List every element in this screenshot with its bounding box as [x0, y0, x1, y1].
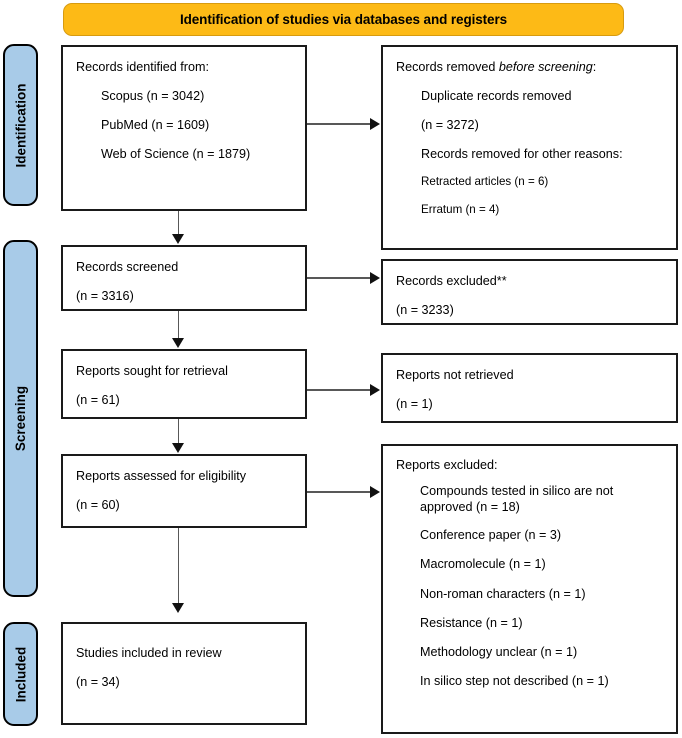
records-screened-count: (n = 3316) — [76, 289, 134, 304]
box-records-removed-before-screening: Records removed before screening: Duplic… — [381, 45, 678, 250]
reports-sought-count: (n = 61) — [76, 393, 120, 408]
arrow-screened-to-sought — [172, 338, 184, 348]
reports-not-retrieved-count: (n = 1) — [396, 397, 433, 412]
connector-screened-to-sought — [177, 311, 180, 339]
box-reports-excluded: Reports excluded: Compounds tested in si… — [381, 444, 678, 734]
records-removed-reason-retracted: Retracted articles (n = 6) — [421, 175, 549, 189]
reports-excluded-reason-methodology-unclear: Methodology unclear (n = 1) — [420, 644, 578, 659]
records-removed-heading: Records removed before screening: — [396, 59, 663, 75]
records-screened-label: Records screened — [76, 260, 179, 274]
duplicate-records-removed-label: Duplicate records removed — [421, 89, 572, 104]
connector-identified-to-screened — [177, 211, 180, 236]
arrow-identified-to-screened — [172, 234, 184, 244]
reports-sought-label: Reports sought for retrieval — [76, 364, 228, 378]
diagram-title-banner: Identification of studies via databases … — [63, 3, 624, 36]
studies-included-count: (n = 34) — [76, 675, 120, 690]
reports-excluded-reason-compounds-in-silico: Compounds tested in silico are not appro… — [420, 484, 614, 515]
arrow-screened-to-excluded — [370, 271, 380, 284]
connector-assessed-to-reports-excluded — [307, 491, 372, 493]
connector-sought-to-not-retrieved — [307, 389, 372, 391]
studies-included-label: Studies included in review — [76, 646, 222, 660]
reports-assessed-label: Reports assessed for eligibility — [76, 469, 247, 483]
stage-tab-included: Included — [3, 622, 38, 726]
box-reports-not-retrieved: Reports not retrieved (n = 1) — [381, 353, 678, 423]
arrow-sought-to-assessed — [172, 443, 184, 453]
arrow-identified-to-removed — [370, 117, 380, 130]
duplicate-records-removed-count: (n = 3272) — [421, 118, 479, 133]
records-removed-heading-italic: before screening — [498, 60, 593, 74]
reports-excluded-reason-macromolecule: Macromolecule (n = 1) — [420, 557, 546, 572]
arrow-assessed-to-studies-included — [172, 603, 184, 613]
connector-assessed-to-studies-included — [177, 528, 180, 605]
records-excluded-count: (n = 3233) — [396, 303, 454, 318]
connector-screened-to-excluded — [307, 277, 372, 279]
box-reports-assessed-for-eligibility: Reports assessed for eligibility (n = 60… — [61, 454, 307, 528]
connector-identified-to-removed — [307, 123, 372, 125]
box-studies-included-in-review: Studies included in review (n = 34) — [61, 622, 307, 725]
box-reports-sought-for-retrieval: Reports sought for retrieval (n = 61) — [61, 349, 307, 419]
box-records-identified: Records identified from: Scopus (n = 304… — [61, 45, 307, 211]
reports-excluded-reason-in-silico-step: In silico step not described (n = 1) — [420, 673, 609, 688]
records-identified-source-pubmed: PubMed (n = 1609) — [101, 118, 210, 133]
records-identified-heading: Records identified from: — [76, 60, 209, 74]
reports-not-retrieved-label: Reports not retrieved — [396, 368, 514, 382]
records-removed-other-reasons-label: Records removed for other reasons: — [421, 147, 623, 162]
reports-excluded-reason-resistance: Resistance (n = 1) — [420, 615, 523, 630]
box-records-screened: Records screened (n = 3316) — [61, 245, 307, 311]
diagram-title: Identification of studies via databases … — [179, 12, 508, 27]
stage-tab-identification: Identification — [3, 44, 38, 206]
records-removed-reason-erratum: Erratum (n = 4) — [421, 203, 500, 217]
records-identified-source-wos: Web of Science (n = 1879) — [101, 147, 251, 162]
reports-excluded-reason-conference-paper: Conference paper (n = 3) — [420, 528, 562, 543]
stage-tab-screening: Screening — [3, 240, 38, 597]
records-identified-source-scopus: Scopus (n = 3042) — [101, 89, 205, 104]
stage-tab-screening-label: Screening — [13, 385, 28, 452]
records-excluded-label: Records excluded** — [396, 274, 507, 288]
box-records-excluded: Records excluded** (n = 3233) — [381, 259, 678, 325]
arrow-assessed-to-reports-excluded — [370, 485, 380, 498]
records-removed-heading-suffix: : — [592, 60, 597, 74]
reports-excluded-heading: Reports excluded: — [396, 458, 498, 472]
connector-sought-to-assessed — [177, 419, 180, 444]
reports-excluded-reason-non-roman-characters: Non-roman characters (n = 1) — [420, 586, 586, 601]
records-removed-heading-prefix: Records removed — [396, 60, 499, 74]
reports-assessed-count: (n = 60) — [76, 498, 120, 513]
stage-tab-identification-label: Identification — [13, 83, 28, 167]
arrow-sought-to-not-retrieved — [370, 383, 380, 396]
stage-tab-included-label: Included — [13, 646, 29, 702]
